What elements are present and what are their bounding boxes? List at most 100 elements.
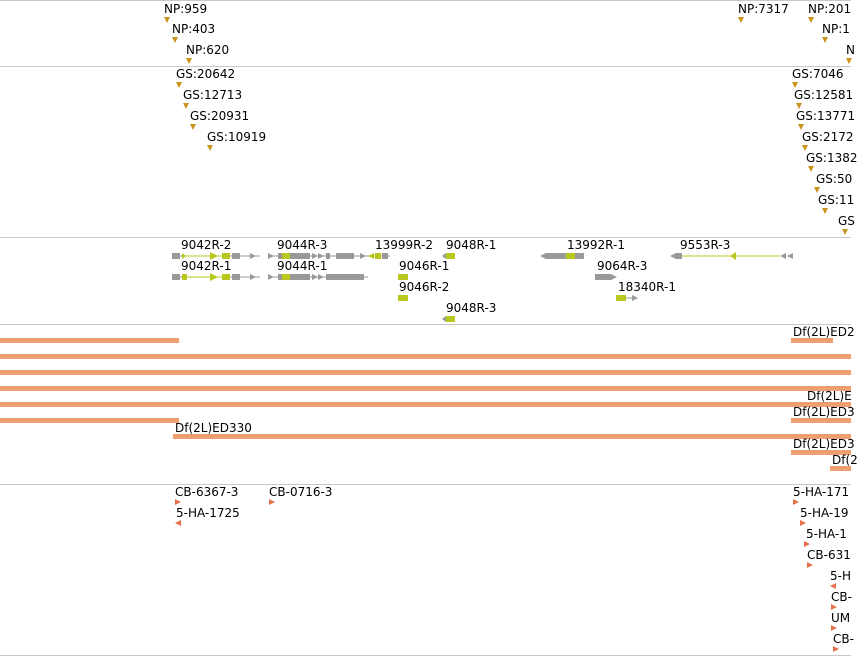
gs-marker-icon[interactable] xyxy=(814,187,820,193)
insertion-label[interactable]: 5-HA-171 xyxy=(793,485,850,499)
deficiency-bar[interactable] xyxy=(0,370,851,375)
deficiency-bar[interactable] xyxy=(830,466,851,471)
np-feature-label[interactable]: NP:620 xyxy=(186,43,230,57)
gene-label[interactable]: 9046R-2 xyxy=(399,280,450,294)
deficiency-bar[interactable] xyxy=(173,434,851,439)
deficiency-bar[interactable] xyxy=(0,354,851,359)
gs-feature-label[interactable]: GS:12713 xyxy=(183,88,243,102)
np-marker-icon[interactable] xyxy=(164,17,170,23)
deficiency-label[interactable]: Df(2L)ED2 xyxy=(793,325,855,339)
np-feature-label[interactable]: NP:7317 xyxy=(738,2,789,16)
insertion-marker-icon[interactable] xyxy=(175,499,181,505)
gene-label[interactable]: 9044R-3 xyxy=(277,238,328,252)
gs-feature-label[interactable]: GS:10919 xyxy=(207,130,267,144)
np-marker-icon[interactable] xyxy=(186,58,192,64)
insertion-label[interactable]: CB-631 xyxy=(807,548,851,562)
insertion-label[interactable]: UM xyxy=(831,611,851,625)
gs-feature-label[interactable]: GS:1382 xyxy=(806,151,858,165)
gs-feature-label[interactable]: GS:2172 xyxy=(802,130,854,144)
gene-label[interactable]: 18340R-1 xyxy=(618,280,676,294)
np-feature-label-partial[interactable]: NP:1 xyxy=(822,22,850,36)
np-marker-icon[interactable] xyxy=(846,58,852,64)
insertion-marker-icon[interactable] xyxy=(793,499,799,505)
gene-label[interactable]: 13999R-2 xyxy=(375,238,433,252)
gene-model-13999R-2 xyxy=(368,253,390,259)
insertion-label[interactable]: 5-H xyxy=(830,569,851,583)
np-marker-icon[interactable] xyxy=(822,37,828,43)
gs-marker-icon[interactable] xyxy=(190,124,196,130)
gene-label[interactable]: 9048R-1 xyxy=(446,238,497,252)
gs-marker-icon[interactable] xyxy=(176,82,182,88)
gene-label[interactable]: 9048R-3 xyxy=(446,301,497,315)
gene-label[interactable]: 9042R-1 xyxy=(181,259,232,273)
gs-feature-label[interactable]: GS:12581 xyxy=(794,88,854,102)
gs-feature-label[interactable]: GS:13771 xyxy=(796,109,856,123)
gs-marker-icon[interactable] xyxy=(798,124,804,130)
insertion-marker-icon[interactable] xyxy=(831,625,837,631)
np-feature-label[interactable]: NP:403 xyxy=(172,22,216,36)
gene-label[interactable]: 9044R-1 xyxy=(277,259,328,273)
insertion-label[interactable]: 5-HA-19 xyxy=(800,506,849,520)
deficiency-bar[interactable] xyxy=(0,402,851,407)
track-divider-genes-df xyxy=(0,324,851,325)
deficiency-label[interactable]: Df(2L)E xyxy=(807,389,852,403)
gs-marker-icon[interactable] xyxy=(802,145,808,151)
gs-marker-icon[interactable] xyxy=(842,229,848,235)
np-feature-label[interactable]: NP:959 xyxy=(164,2,208,16)
gene-model-9044R-1 xyxy=(268,274,368,280)
gene-label[interactable]: 9042R-2 xyxy=(181,238,232,252)
gs-feature-label[interactable]: GS xyxy=(838,214,855,228)
gene-label[interactable]: 9046R-1 xyxy=(399,259,450,273)
insertion-marker-icon[interactable] xyxy=(833,646,839,652)
gene-model-9046R-2 xyxy=(398,295,408,301)
gs-feature-label[interactable]: GS:7046 xyxy=(792,67,844,81)
insertion-marker-icon[interactable] xyxy=(800,520,806,526)
deficiency-bar[interactable] xyxy=(0,386,851,391)
deficiency-bar[interactable] xyxy=(791,338,833,343)
gs-marker-icon[interactable] xyxy=(183,103,189,109)
insertion-label[interactable]: CB- xyxy=(831,590,852,604)
deficiency-label[interactable]: Df(2L)ED3 xyxy=(793,405,855,419)
deficiency-label[interactable]: Df(2 xyxy=(832,453,858,467)
insertion-label[interactable]: 5-HA-1 xyxy=(806,527,847,541)
gene-models-graphic[interactable] xyxy=(0,237,851,324)
deficiency-bar[interactable] xyxy=(791,418,851,423)
insertion-marker-icon[interactable] xyxy=(830,583,836,589)
gene-model-9042R-1 xyxy=(172,273,260,281)
np-marker-icon[interactable] xyxy=(172,37,178,43)
gs-feature-label[interactable]: GS:20642 xyxy=(176,67,236,81)
insertion-label[interactable]: CB-0716-3 xyxy=(269,485,333,499)
gene-label[interactable]: 13992R-1 xyxy=(567,238,625,252)
track-divider-df-insertions xyxy=(0,484,851,485)
gs-feature-label[interactable]: GS:50 xyxy=(816,172,853,186)
np-feature-label[interactable]: NP:201 xyxy=(808,2,852,16)
gs-feature-label[interactable]: GS:20931 xyxy=(190,109,250,123)
np-marker-icon[interactable] xyxy=(808,17,814,23)
gene-label[interactable]: 9553R-3 xyxy=(680,238,731,252)
gs-marker-icon[interactable] xyxy=(207,145,213,151)
insertion-label[interactable]: 5-HA-1725 xyxy=(176,506,240,520)
gene-model-9048R-3 xyxy=(442,316,455,322)
insertion-marker-icon[interactable] xyxy=(804,541,810,547)
insertion-label[interactable]: CB-6367-3 xyxy=(175,485,239,499)
gs-feature-label[interactable]: GS:11 xyxy=(818,193,855,207)
insertion-label[interactable]: CB- xyxy=(833,632,854,646)
gs-marker-icon[interactable] xyxy=(792,82,798,88)
insertion-marker-icon[interactable] xyxy=(831,604,837,610)
gs-marker-icon[interactable] xyxy=(808,166,814,172)
deficiency-label[interactable]: Df(2L)ED330 xyxy=(175,421,252,435)
deficiency-bar[interactable] xyxy=(0,338,179,343)
insertion-marker-icon[interactable] xyxy=(175,520,181,526)
deficiency-bar[interactable] xyxy=(0,418,179,423)
insertion-marker-icon[interactable] xyxy=(269,499,275,505)
gene-model-9044R-3 xyxy=(268,253,368,259)
deficiency-bar[interactable] xyxy=(791,450,851,455)
deficiency-label[interactable]: Df(2L)ED3 xyxy=(793,437,855,451)
gs-marker-icon[interactable] xyxy=(822,208,828,214)
gene-label[interactable]: 9064R-3 xyxy=(597,259,648,273)
np-feature-label-partial[interactable]: N xyxy=(846,43,855,57)
insertion-marker-icon[interactable] xyxy=(807,562,813,568)
np-marker-icon[interactable] xyxy=(738,17,744,23)
gs-marker-icon[interactable] xyxy=(796,103,802,109)
track-divider-top xyxy=(0,0,851,1)
